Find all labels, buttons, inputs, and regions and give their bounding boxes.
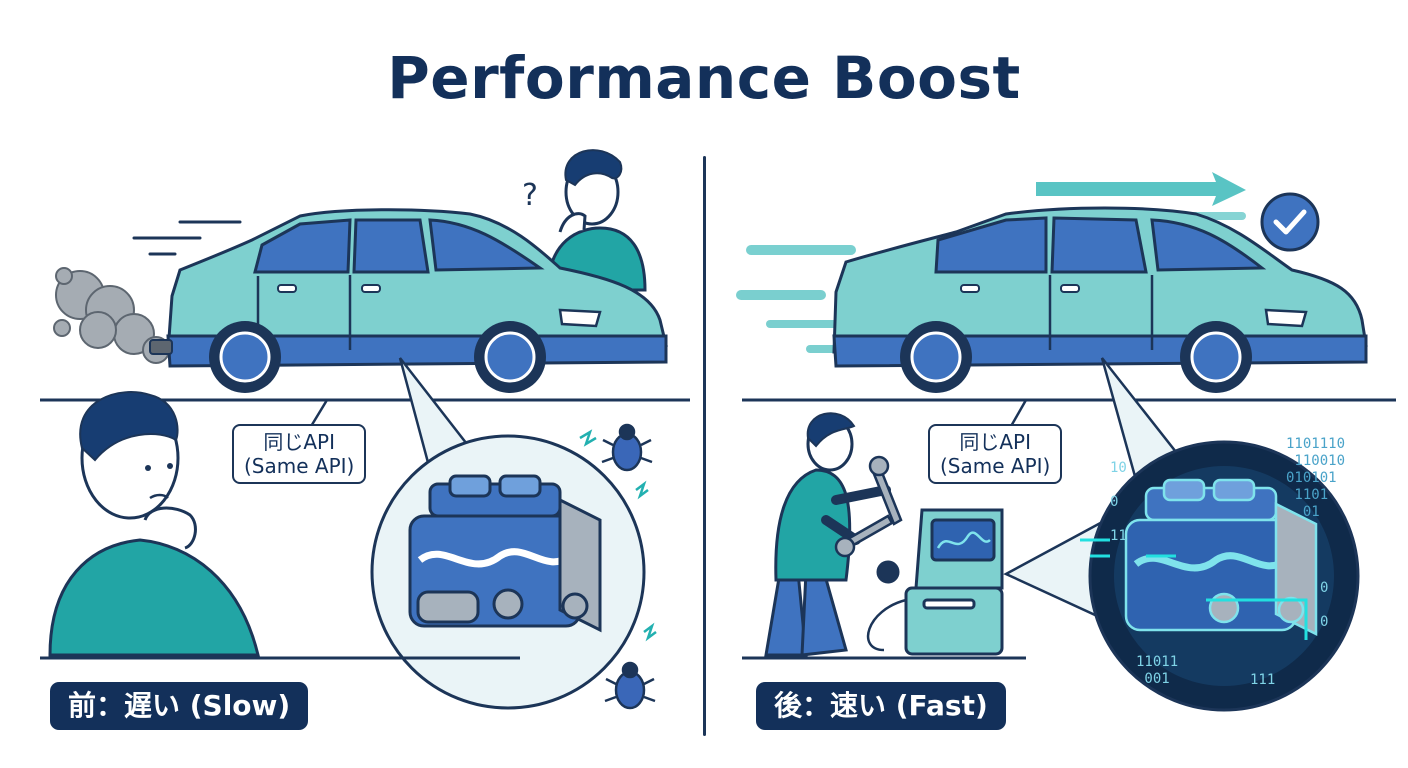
tuned-engine	[1080, 478, 1318, 640]
binary-code-right: 0 0	[1320, 580, 1329, 630]
before-caption: 前：遅い (Slow)	[50, 682, 309, 730]
binary-code-bottom-right: 111	[1250, 672, 1276, 688]
bug-icon	[601, 423, 653, 472]
fast-car	[832, 206, 1368, 393]
binary-code-bottom: 11011 001	[1136, 654, 1179, 687]
bug-icon	[604, 661, 656, 710]
lightning-icon	[579, 429, 657, 642]
binary-code-top: 1101110 110010 010101 1101 01	[1286, 436, 1346, 520]
same-api-label-before: 同じAPI (Same API)	[232, 424, 367, 484]
after-scene	[736, 172, 1396, 712]
thinking-person	[48, 391, 260, 657]
panel-divider	[703, 156, 706, 736]
api-label-line2: (Same API)	[940, 454, 1051, 478]
before-scene: ?	[40, 149, 690, 710]
motion-lines	[132, 220, 242, 256]
binary-code-left: 10 0 11	[1110, 460, 1127, 544]
old-engine	[408, 474, 602, 633]
motion-streaks	[736, 245, 856, 353]
smoke-icon	[53, 267, 170, 364]
wrench-icon	[834, 455, 903, 558]
api-label-line1: 同じAPI	[959, 430, 1031, 454]
api-label-line1: 同じAPI	[263, 430, 335, 454]
after-panel: 同じAPI (Same API) 1101110 110010 010101 1…	[706, 0, 1408, 768]
checkmark-icon	[1260, 192, 1320, 252]
question-mark-icon: ?	[522, 178, 538, 213]
mechanic-person	[764, 412, 891, 657]
before-panel: ?	[0, 0, 702, 768]
api-label-line2: (Same API)	[244, 454, 355, 478]
after-caption: 後：速い (Fast)	[756, 682, 1006, 730]
diagnostic-machine-icon	[866, 508, 1004, 656]
page-title: Performance Boost	[387, 44, 1021, 112]
slow-car	[149, 208, 668, 393]
same-api-label-after: 同じAPI (Same API)	[928, 424, 1063, 484]
